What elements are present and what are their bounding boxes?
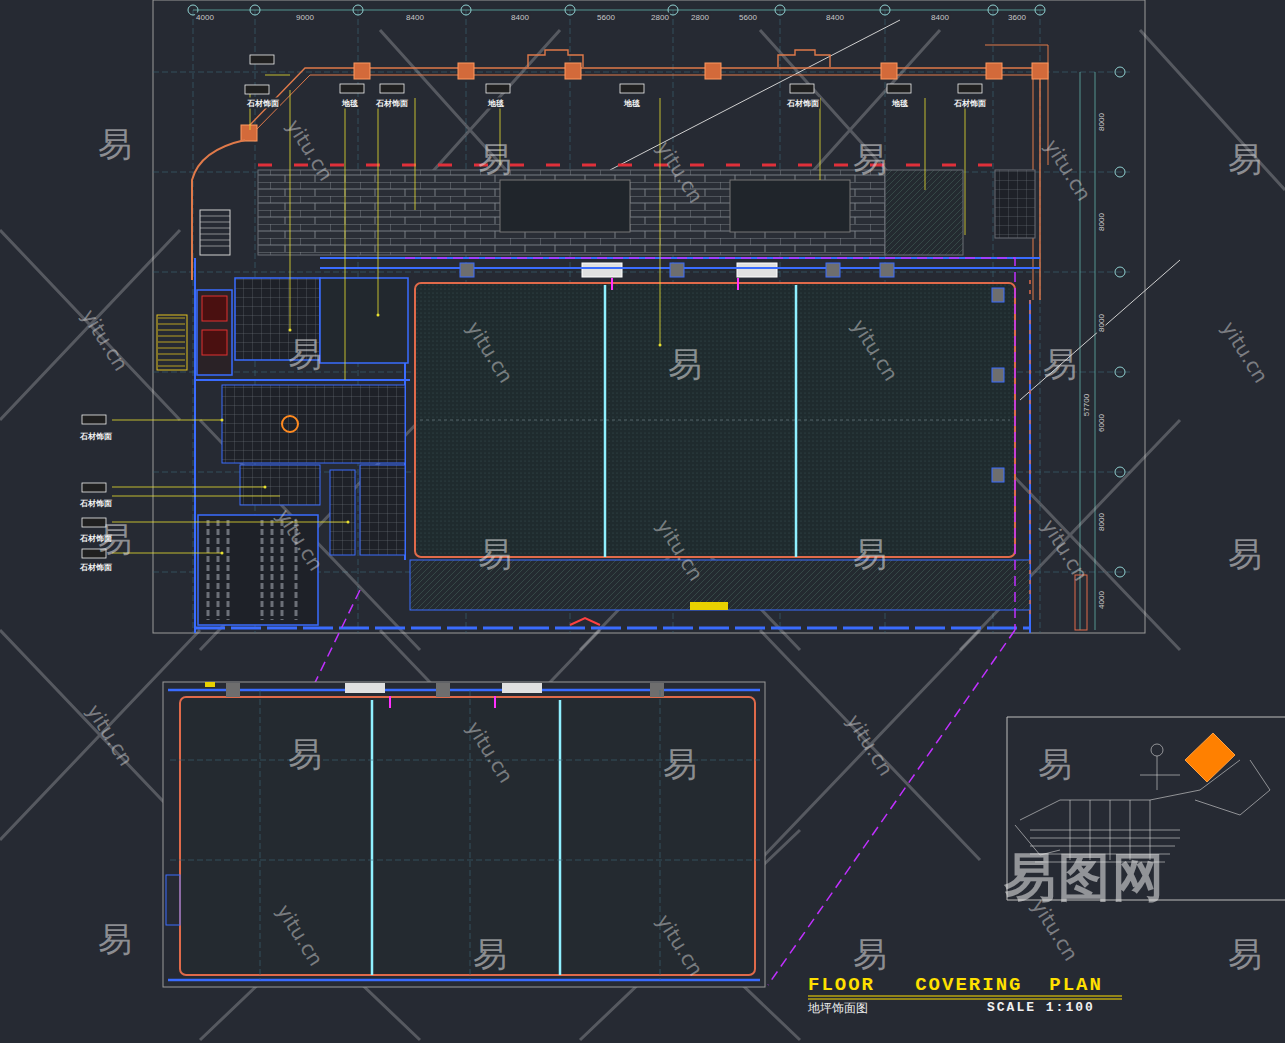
watermark: yitu.cn (1040, 135, 1096, 205)
dimension-text: 8400 (930, 13, 950, 22)
watermark: 易 (288, 732, 322, 778)
watermark: 易 (853, 532, 887, 578)
material-callout: 石材饰面 (79, 431, 113, 442)
material-callout: 石材饰面 (953, 98, 987, 109)
dimension-text: 3600 (1007, 13, 1027, 22)
dimension-text: 8400 (405, 13, 425, 22)
material-callout: 石材饰面 (786, 98, 820, 109)
watermark: 易 (1228, 137, 1262, 183)
dimension-text: 8000 (1097, 112, 1106, 132)
dimension-text: 4000 (1097, 590, 1106, 610)
watermark-logo: 易图网 (1004, 843, 1166, 913)
watermark: yitu.cn (77, 305, 133, 375)
material-callout: 地毯 (623, 98, 641, 109)
watermark: 易 (98, 517, 132, 563)
material-callout: 地毯 (487, 98, 505, 109)
dimension-text: 57700 (1082, 393, 1091, 417)
dimension-text: 8000 (1097, 512, 1106, 532)
watermark: yitu.cn (1217, 317, 1273, 387)
watermark: 易 (663, 742, 697, 788)
dimension-text: 6000 (1097, 413, 1106, 433)
watermark: 易 (288, 332, 322, 378)
watermark: 易 (853, 932, 887, 978)
material-callout: 地毯 (341, 98, 359, 109)
watermark: 易 (1228, 932, 1262, 978)
watermark: 易 (1228, 532, 1262, 578)
scale-note: SCALE 1:100 (987, 1000, 1095, 1015)
dimension-text: 8000 (1097, 313, 1106, 333)
dimension-text: 4000 (195, 13, 215, 22)
material-callout: 石材饰面 (79, 498, 113, 509)
drawing-subtitle: 地坪饰面图 (808, 1000, 868, 1017)
watermark: 易 (98, 917, 132, 963)
material-callout: 石材饰面 (79, 562, 113, 573)
dimension-text: 8000 (1097, 212, 1106, 232)
watermark: 易 (1043, 342, 1077, 388)
drawing-title: FLOOR COVERING PLAN (808, 974, 1103, 996)
watermark: 易 (473, 932, 507, 978)
dimension-text: 8400 (510, 13, 530, 22)
material-callout: 石材饰面 (246, 98, 280, 109)
watermark: 易 (478, 532, 512, 578)
dimension-text: 2800 (650, 13, 670, 22)
dimension-text: 8400 (825, 13, 845, 22)
material-callout: 石材饰面 (375, 98, 409, 109)
watermark: 易 (98, 122, 132, 168)
dimension-text: 2800 (690, 13, 710, 22)
material-callout: 地毯 (891, 98, 909, 109)
dimension-text: 5600 (738, 13, 758, 22)
dimension-text: 5600 (596, 13, 616, 22)
dimension-text: 9000 (295, 13, 315, 22)
watermark: yitu.cn (82, 700, 138, 770)
watermark: 易 (853, 137, 887, 183)
watermark: 易 (1038, 742, 1072, 788)
watermark: 易 (478, 137, 512, 183)
watermark: yitu.cn (842, 710, 898, 780)
watermark: 易 (668, 342, 702, 388)
